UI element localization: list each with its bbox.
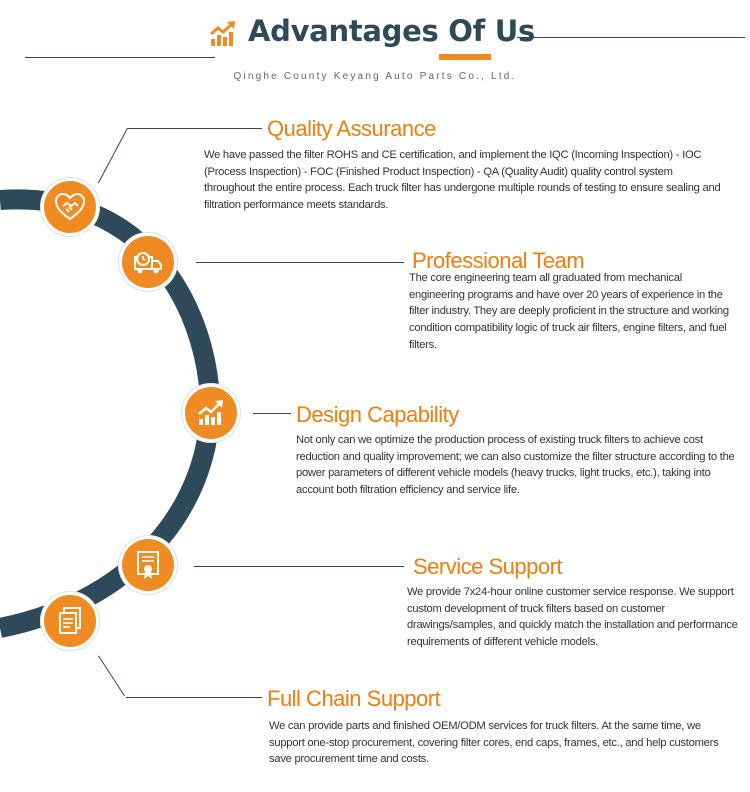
certificate-icon	[137, 551, 159, 579]
connector-line	[194, 566, 404, 567]
quality-assurance-title: Quality Assurance	[267, 116, 436, 141]
header-right-line	[517, 37, 745, 38]
connector-line	[253, 413, 291, 414]
full-chain-support-badge	[40, 591, 100, 651]
header-left-line	[25, 57, 215, 58]
connector-line	[126, 697, 262, 698]
professional-team-title: Professional Team	[412, 248, 585, 273]
title-underline	[439, 54, 491, 60]
delivery-truck-clock-icon	[134, 252, 162, 274]
professional-team-badge	[118, 232, 178, 292]
document-stack-icon	[59, 607, 81, 634]
full-chain-support-title: Full Chain Support	[267, 686, 441, 711]
connector-line	[196, 262, 404, 263]
growth-chart-icon	[198, 400, 223, 425]
growth-chart-icon	[210, 21, 235, 46]
service-support-title: Service Support	[413, 554, 563, 579]
quality-assurance-badge	[40, 177, 100, 237]
professional-team-description: The core engineering team all graduated …	[409, 272, 729, 351]
page-title: Advantages Of Us	[248, 14, 535, 48]
service-support-description: We provide 7x24-hour online customer ser…	[407, 586, 738, 649]
service-support-badge	[118, 535, 178, 595]
design-capability-description: Not only can we optimize the production …	[296, 434, 735, 497]
design-capability-badge	[181, 383, 241, 443]
quality-assurance-description: We have passed the filter ROHS and CE ce…	[204, 149, 721, 212]
connector-line	[127, 128, 262, 129]
handshake-heart-icon	[54, 192, 86, 221]
company-name: Qinghe County Keyang Auto Parts Co., Ltd…	[233, 71, 517, 82]
full-chain-support-description: We can provide parts and finished OEM/OD…	[269, 720, 719, 766]
design-capability-title: Design Capability	[296, 402, 459, 427]
